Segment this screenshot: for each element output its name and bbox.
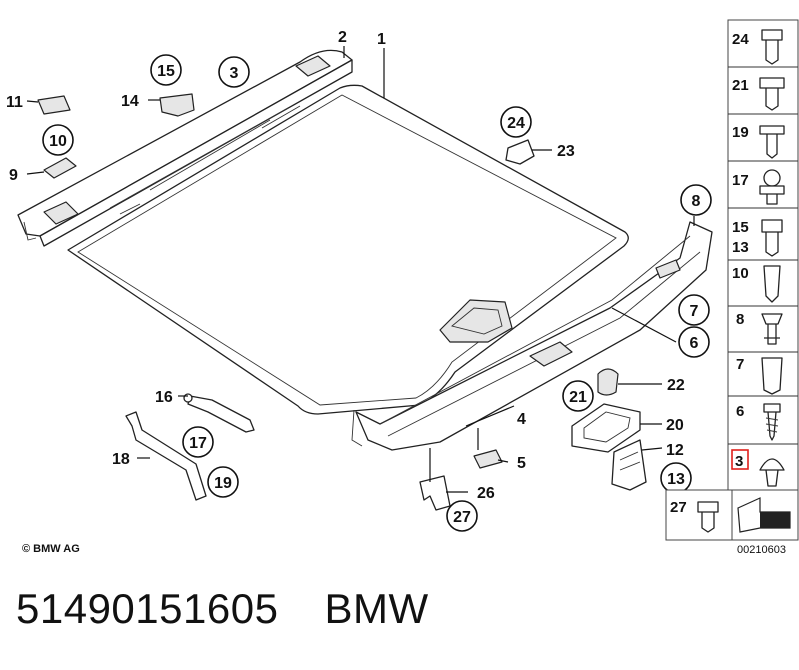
callout-26: 26 [477,485,495,502]
callout-8-circle [680,184,712,216]
side-label-3-highlight [731,449,749,470]
callout-13: 13 [667,471,685,488]
callout-3-circle [218,56,250,88]
callout-19-circle [207,466,239,498]
callout-21-circle [562,380,594,412]
parts-diagram: 1 2 3 4 5 6 7 8 9 10 11 12 13 14 15 16 1… [6,19,799,556]
callout-23: 23 [557,143,575,160]
callout-16: 16 [155,389,173,406]
callout-24: 24 [507,115,525,132]
callout-20: 20 [666,417,684,434]
side-label-3: 3 [735,453,743,470]
callout-9: 9 [9,167,18,184]
callout-7: 7 [690,303,699,320]
callout-24-circle [500,106,532,138]
side-label-6: 6 [736,403,744,420]
callout-labels: 1 2 3 4 5 6 7 8 9 10 11 12 13 14 15 16 1… [6,29,712,532]
callout-6-circle [678,326,710,358]
callout-14: 14 [121,93,139,110]
fastener-side-panel: 24 21 19 17 15 13 10 8 7 6 3 [727,19,799,491]
side-label-13: 13 [732,239,749,256]
side-label-10: 10 [732,265,749,282]
bottom-cells: 27 00210603 [665,489,799,556]
side-label-15: 15 [732,219,749,236]
part-number-caption: 51490151605 BMW [16,585,475,633]
side-label-7: 7 [736,356,744,373]
callout-4: 4 [517,411,526,428]
small-parts [37,93,647,511]
callout-22: 22 [667,377,685,394]
part-number: 51490151605 [16,585,279,632]
screw-27-icon [697,501,719,533]
floor-panel-part-1 [67,84,629,415]
callout-19: 19 [214,475,232,492]
side-label-17: 17 [732,172,749,189]
callout-3: 3 [230,65,239,82]
callout-15: 15 [157,63,175,80]
brand: BMW [324,585,429,632]
callout-2: 2 [338,29,347,46]
copyright: © BMW AG [22,543,80,555]
callout-6: 6 [690,335,699,352]
side-label-24: 24 [732,31,749,48]
side-label-21: 21 [732,77,749,94]
callout-10: 10 [49,133,67,150]
leader-lines [26,46,695,493]
callout-7-circle [678,294,710,326]
bottom-label-27: 27 [670,499,687,516]
callout-1: 1 [377,31,386,48]
callout-27: 27 [453,509,471,526]
callout-18: 18 [112,451,130,468]
callout-5: 5 [517,455,526,472]
callout-8: 8 [692,193,701,210]
callout-15-circle [150,54,182,86]
callout-21: 21 [569,389,587,406]
callout-10-circle [42,124,74,156]
trim-strip-part-2 [17,49,353,247]
callout-11: 11 [6,94,23,111]
side-label-8: 8 [736,311,744,328]
load-sill-part-4 [351,221,713,451]
callout-17: 17 [189,435,207,452]
callout-17-circle [182,426,214,458]
callout-12: 12 [666,442,684,459]
side-label-19: 19 [732,124,749,141]
fastener-icons [759,29,785,487]
drawing-code: 00210603 [737,544,786,556]
callout-27-circle [446,500,478,532]
